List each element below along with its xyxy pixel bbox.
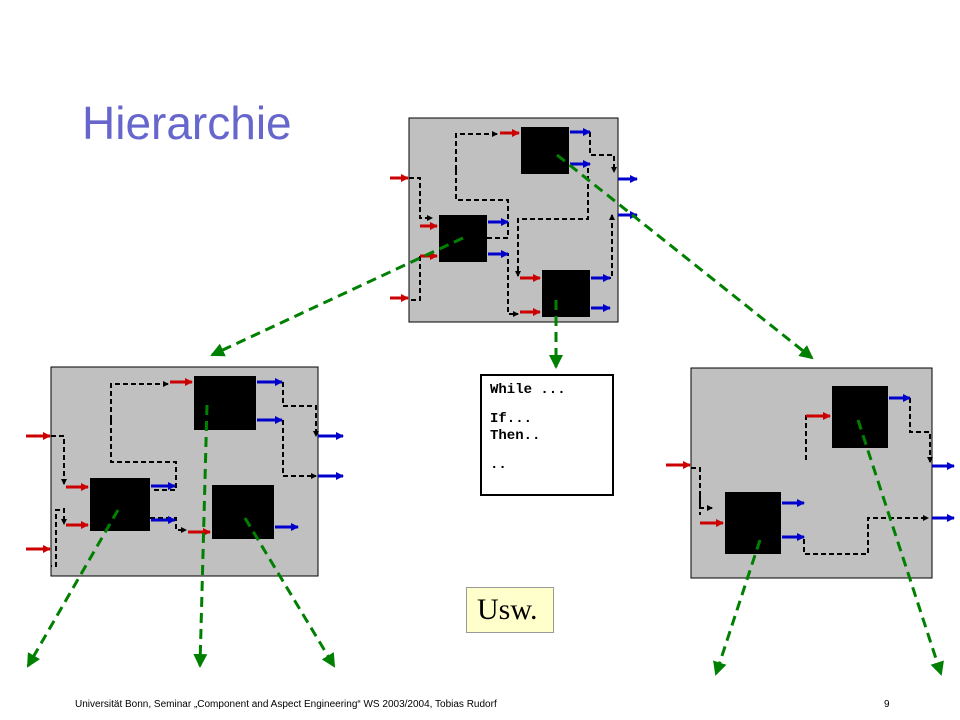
code-snippet-box: While ... If... Then.. .. bbox=[480, 374, 614, 496]
top-component-c bbox=[542, 270, 590, 317]
code-line-while: While ... bbox=[490, 382, 566, 398]
left-component-a bbox=[194, 376, 256, 430]
code-line-if: If... bbox=[490, 411, 533, 427]
right-module bbox=[666, 367, 955, 579]
top-component-a bbox=[521, 127, 569, 174]
code-line-then: Then.. bbox=[490, 428, 541, 444]
right-component-b bbox=[725, 492, 781, 554]
usw-label-box: Usw. bbox=[466, 587, 554, 633]
page-number: 9 bbox=[884, 699, 890, 710]
footer-text: Universität Bonn, Seminar „Component and… bbox=[75, 699, 497, 710]
hierarchy-arrows bbox=[26, 153, 944, 676]
left-module bbox=[26, 366, 344, 577]
right-component-a bbox=[832, 386, 888, 448]
left-component-c bbox=[212, 485, 274, 539]
code-line-ellipsis: .. bbox=[490, 457, 507, 473]
top-module bbox=[390, 117, 638, 323]
left-component-b bbox=[90, 478, 150, 531]
slide-title: Hierarchie bbox=[82, 97, 292, 149]
